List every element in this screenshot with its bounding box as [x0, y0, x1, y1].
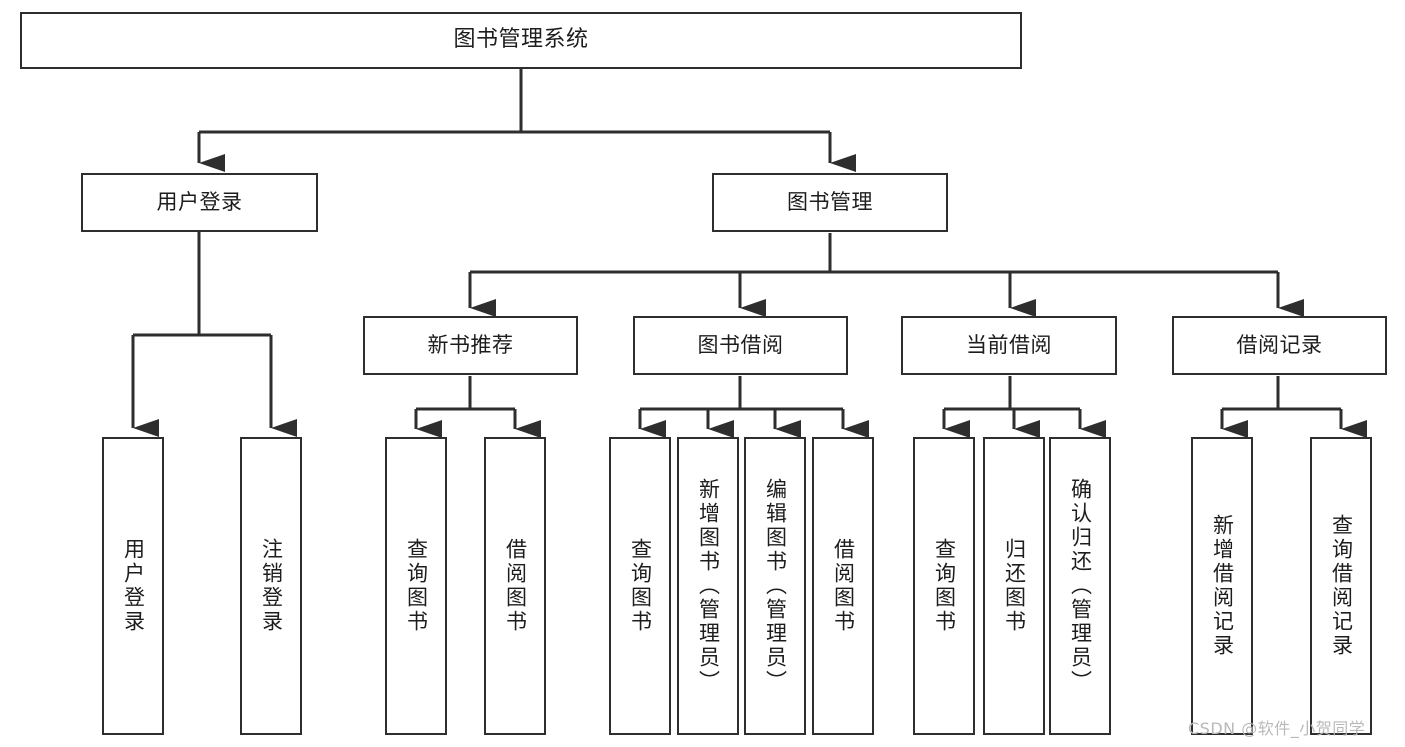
node-current-borrow[interactable]: 当前借阅 [901, 316, 1117, 375]
node-leaf-query-book-1[interactable]: 查询图书 [385, 437, 447, 735]
node-leaf-add-record[interactable]: 新增借阅记录 [1191, 437, 1253, 735]
node-leaf-query-book-3-label: 查询图书 [932, 538, 957, 634]
node-leaf-add-book-label: 新增图书（管理员） [696, 478, 721, 694]
node-leaf-user-logout-label: 注销登录 [259, 538, 284, 634]
node-leaf-borrow-book-2[interactable]: 借阅图书 [812, 437, 874, 735]
node-leaf-add-book[interactable]: 新增图书（管理员） [677, 437, 739, 735]
node-leaf-borrow-book-2-label: 借阅图书 [831, 538, 856, 634]
node-leaf-edit-book-label: 编辑图书（管理员） [763, 478, 788, 694]
node-leaf-borrow-book-1-label: 借阅图书 [503, 538, 528, 634]
node-leaf-query-book-3[interactable]: 查询图书 [913, 437, 975, 735]
node-new-book-recommend[interactable]: 新书推荐 [363, 316, 578, 375]
node-borrow-record[interactable]: 借阅记录 [1172, 316, 1387, 375]
node-borrow-record-label: 借阅记录 [1236, 333, 1323, 358]
node-leaf-edit-book[interactable]: 编辑图书（管理员） [744, 437, 806, 735]
node-leaf-user-login[interactable]: 用户登录 [102, 437, 164, 735]
node-root-label: 图书管理系统 [453, 27, 589, 53]
node-leaf-add-record-label: 新增借阅记录 [1210, 514, 1235, 658]
node-new-book-recommend-label: 新书推荐 [427, 333, 514, 358]
node-root[interactable]: 图书管理系统 [20, 12, 1022, 69]
node-book-manage[interactable]: 图书管理 [712, 173, 948, 232]
node-leaf-query-record[interactable]: 查询借阅记录 [1310, 437, 1372, 735]
node-leaf-user-logout[interactable]: 注销登录 [240, 437, 302, 735]
node-leaf-confirm-return-label: 确认归还（管理员） [1068, 478, 1093, 694]
node-user-login[interactable]: 用户登录 [81, 173, 318, 232]
node-book-borrow[interactable]: 图书借阅 [633, 316, 848, 375]
node-book-borrow-label: 图书借阅 [697, 333, 784, 358]
node-leaf-query-book-1-label: 查询图书 [404, 538, 429, 634]
node-leaf-confirm-return[interactable]: 确认归还（管理员） [1049, 437, 1111, 735]
node-leaf-query-book-2[interactable]: 查询图书 [609, 437, 671, 735]
node-leaf-query-record-label: 查询借阅记录 [1329, 514, 1354, 658]
node-book-manage-label: 图书管理 [787, 190, 873, 215]
node-leaf-query-book-2-label: 查询图书 [628, 538, 653, 634]
node-leaf-user-login-label: 用户登录 [121, 538, 146, 634]
watermark: CSDN @软件_小贺同学 [1188, 719, 1366, 738]
node-leaf-borrow-book-1[interactable]: 借阅图书 [484, 437, 546, 735]
node-current-borrow-label: 当前借阅 [966, 333, 1052, 358]
node-leaf-return-book[interactable]: 归还图书 [983, 437, 1045, 735]
node-leaf-return-book-label: 归还图书 [1002, 538, 1027, 634]
node-user-login-label: 用户登录 [156, 190, 243, 215]
